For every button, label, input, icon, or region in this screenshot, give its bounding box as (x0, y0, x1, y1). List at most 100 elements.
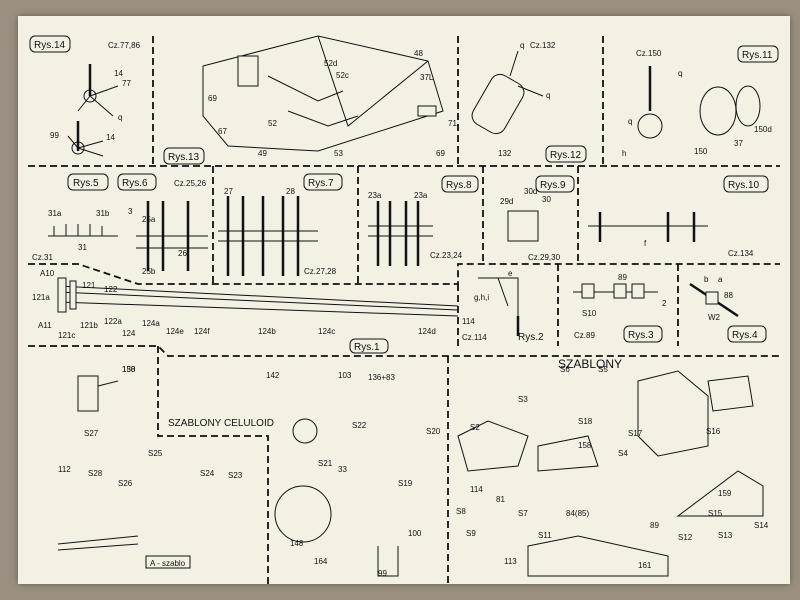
rys11-label: Rys.11 (742, 50, 773, 61)
template-label: S21 (318, 459, 333, 468)
template-label: 103 (338, 371, 352, 380)
rys4-label: Rys.4 (732, 330, 758, 341)
template-label: S17 (628, 429, 643, 438)
drawing-canvas: Rys.14 Cz.77,86 77 14 q 99 14 Rys.13 69 … (28, 35, 780, 584)
template-label: S28 (88, 469, 103, 478)
rys11-part-q1: q (678, 69, 682, 78)
rys6-part: Cz.25,26 (174, 179, 207, 188)
template-label: 159 (718, 489, 732, 498)
rys2-part-114: 114 (462, 317, 475, 326)
rys1-part-124c: 124c (318, 327, 335, 336)
panel-rys1: A10 121a 121 122 A11 121c 121b 122a 124 … (32, 269, 459, 354)
template-label: S19 (398, 479, 413, 488)
rys14-part-77: 77 (122, 79, 131, 88)
template-label: S16 (706, 427, 721, 436)
rys8-part: Cz.23,24 (430, 251, 463, 260)
panel-rys4: b a 88 W2 Rys.4 (689, 275, 767, 343)
template-label: 100 (408, 529, 422, 538)
rys2-part: Cz.114 (462, 333, 487, 342)
rys9-part-30: 30 (542, 195, 551, 204)
rys12-label: Rys.12 (550, 150, 582, 161)
panel-rys13: Rys.13 69 67 48 52 53 49 52d 52c 37L 69 … (163, 35, 457, 165)
rys9-label: Rys.9 (540, 180, 566, 191)
rys1-part-124b: 124b (258, 327, 276, 336)
panel-rys12: Cz.132 132 q q Rys.12 (471, 41, 587, 163)
rys11-spinner (699, 86, 737, 136)
rys13-part-69a: 69 (208, 94, 217, 103)
rys7-label: Rys.7 (308, 178, 334, 189)
template-label: S20 (426, 427, 441, 436)
template-label: S4 (618, 449, 628, 458)
rys3-part-89: 89 (618, 273, 627, 282)
rys7-part-27: 27 (224, 187, 233, 196)
rys13-label: Rys.13 (168, 152, 200, 163)
rys5-label: Rys.5 (73, 178, 99, 189)
template-label: S24 (200, 469, 215, 478)
template-label: 84(85) (566, 509, 589, 518)
rys7-part: Cz.27,28 (304, 267, 337, 276)
rys5-part: Cz.31 (32, 253, 53, 262)
rys3-part: Cz.89 (574, 331, 595, 340)
template-label: 89 (650, 521, 659, 530)
rys1-part-121a: 121a (32, 293, 50, 302)
template-label: S18 (578, 417, 593, 426)
rys14-part-99: 99 (50, 131, 59, 140)
rys5-part-31b: 31b (96, 209, 110, 218)
rys8-label: Rys.8 (446, 180, 472, 191)
template-label: S8 (456, 507, 466, 516)
rys5-label-box (67, 173, 109, 191)
rys11-part-h: h (622, 149, 626, 158)
rys13-tail-box (417, 105, 437, 117)
rys1-root-rib (57, 277, 67, 313)
template-label: 99 (378, 569, 387, 578)
rys14-label: Rys.14 (34, 40, 66, 51)
rys13-fuselage (202, 35, 444, 152)
rys13-part-52c: 52c (336, 71, 349, 80)
rys12-label-box (545, 145, 587, 163)
rys14-part-14a: 14 (114, 69, 123, 78)
rys14-label-box (29, 35, 71, 53)
rys3-part-2: 2 (662, 299, 667, 308)
rys2-part-e: e (508, 269, 513, 278)
rys9-part-30d: 30d (524, 187, 537, 196)
panel-rys3: S10 89 2 Cz.89 Rys.3 (573, 273, 667, 343)
template-label: S14 (754, 521, 769, 530)
template-84-bracket (377, 546, 399, 577)
template-label: S27 (84, 429, 99, 438)
rys13-part-69b: 69 (436, 149, 445, 158)
rys3-label: Rys.3 (628, 330, 654, 341)
panel-rys7: Rys.7 27 28 Cz.27,28 (218, 173, 343, 276)
template-100-tail (676, 470, 764, 517)
assembly-drawing-sheet: Rys.14 Cz.77,86 77 14 q 99 14 Rys.13 69 … (18, 16, 790, 584)
template-158-seat (637, 370, 709, 457)
template-label: 81 (496, 495, 505, 504)
rys11-part-37: 37 (734, 139, 743, 148)
template-label: S11 (538, 531, 552, 540)
rys1-part-A11: A11 (38, 321, 52, 330)
panel-rys11: Rys.11 Cz.150 150 37 150d q q h (622, 45, 779, 158)
rys14-bearing-top (83, 89, 97, 103)
panel-rys9: Rys.9 29d 30d 30 Cz.29,30 (500, 175, 575, 262)
template-windscreen (707, 375, 754, 412)
panel-rys10: Rys.10 f Cz.134 (588, 175, 769, 258)
rys4-part-b: b (704, 275, 709, 284)
rys1-part-124a: 124a (142, 319, 160, 328)
template-99-plate (527, 535, 669, 577)
template-label: 150 (122, 365, 136, 374)
rys1-label-box (349, 338, 389, 354)
rys13-label-box (163, 147, 205, 165)
szablony-title: SZABLONY (558, 357, 622, 371)
rys1-part-124e: 124e (166, 327, 184, 336)
rys6-part-26: 26 (178, 249, 187, 258)
rys12-part-q1: q (520, 41, 524, 50)
template-label: S5 (598, 365, 608, 374)
legend-box (145, 555, 191, 569)
template-label: S9 (466, 529, 476, 538)
panel-rys5: Rys.5 31a 31b 31 Cz.31 (32, 173, 118, 262)
rys2-label: Rys.2 (518, 332, 544, 343)
rys13-part-67: 67 (218, 127, 227, 136)
template-label: 138 (122, 365, 136, 374)
rys4-part-88: 88 (724, 291, 733, 300)
rys1-part-122a: 122a (104, 317, 122, 326)
rys4-part-a: a (718, 275, 723, 284)
